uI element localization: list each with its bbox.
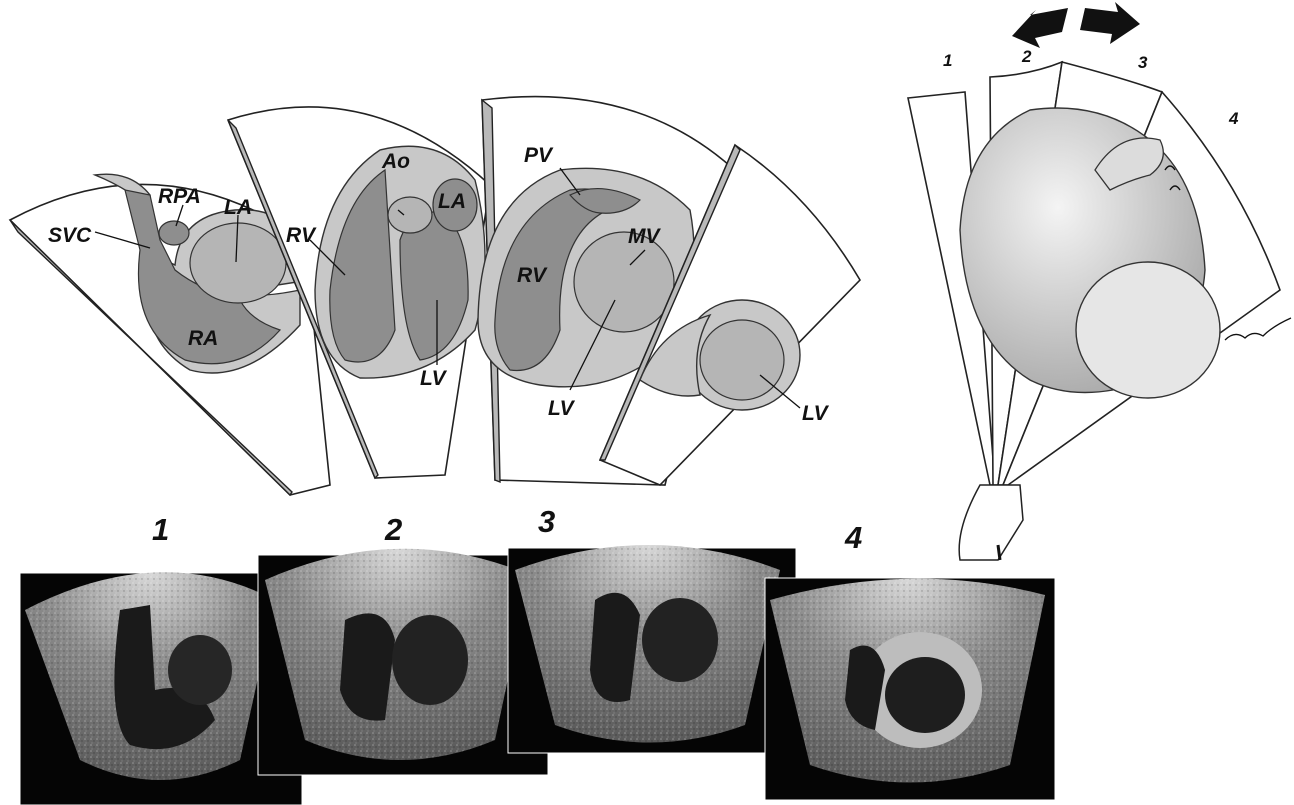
section-number-2: 2	[384, 512, 402, 547]
echo-image-3	[508, 545, 796, 753]
section-number-3: 3	[538, 504, 555, 539]
label-pv: PV	[524, 144, 554, 167]
label-lv-section-3: LV	[548, 397, 576, 420]
la-cavity-1	[190, 223, 286, 303]
label-rpa: RPA	[158, 185, 201, 208]
probe-heart-apex	[1076, 262, 1220, 398]
probe-plane-number-3: 3	[1138, 53, 1148, 72]
label-svc: SVC	[48, 224, 92, 247]
label-rv-section-2: RV	[286, 224, 317, 247]
label-mv: MV	[628, 225, 661, 248]
label-ao: Ao	[381, 150, 410, 173]
section-number-1: 1	[152, 512, 169, 547]
ao-cavity	[388, 197, 432, 233]
label-la-section-2: LA	[438, 190, 466, 213]
sweep-arrow-left	[1012, 8, 1068, 48]
echo-image-4	[765, 578, 1055, 800]
label-ra: RA	[188, 327, 218, 350]
probe-plane-number-2: 2	[1021, 47, 1032, 66]
lv-cavity-4	[700, 320, 784, 400]
label-lv-section-4: LV	[802, 402, 830, 425]
probe-transducer	[959, 485, 1023, 560]
probe-cable	[998, 545, 1000, 560]
sweep-arrow-right	[1080, 2, 1140, 44]
echo-image-2	[258, 549, 548, 775]
probe-sweep-diagram	[908, 2, 1291, 560]
label-lv-section-2: LV	[420, 367, 448, 390]
probe-plane-number-1: 1	[943, 51, 952, 70]
label-la-section-1: LA	[224, 196, 252, 219]
rpa-cavity	[159, 221, 189, 245]
section-number-4: 4	[844, 520, 862, 555]
probe-plane-number-4: 4	[1228, 109, 1239, 128]
label-rv-section-3: RV	[517, 264, 548, 287]
